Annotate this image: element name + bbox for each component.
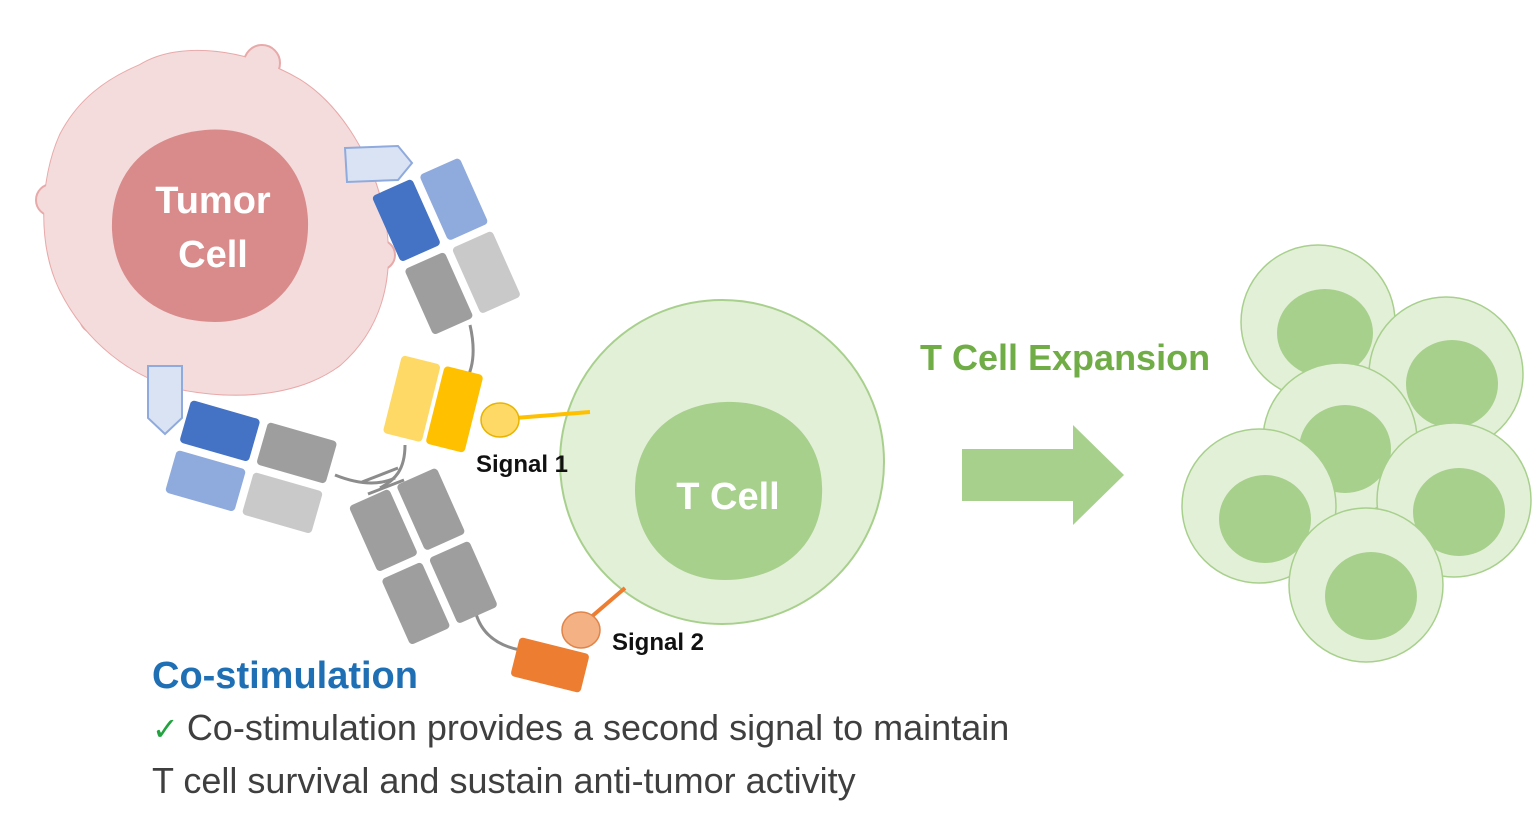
costim-receptor-stalk	[588, 586, 627, 620]
check-icon: ✓	[152, 711, 179, 747]
tcr-stalk	[514, 410, 591, 420]
tcr-head	[480, 402, 520, 438]
expansion-label: T Cell Expansion	[920, 337, 1210, 378]
antibody-light-constant	[452, 231, 520, 313]
expanded-t-cell	[1181, 428, 1337, 584]
expanded-t-cell	[1288, 507, 1444, 663]
costimulation-text: Co-stimulation ✓Co-stimulation provides …	[152, 650, 1152, 807]
signal1-label: Signal 1	[476, 451, 568, 478]
costimulation-heading: Co-stimulation	[152, 655, 418, 697]
tumor-label-line1: Tumor	[155, 180, 271, 222]
tumor-nucleus	[111, 129, 309, 322]
costim-binder	[511, 637, 589, 693]
fc-domain	[397, 468, 465, 550]
fc-domain	[429, 541, 497, 623]
antibody-arm-upper	[372, 158, 520, 335]
signal2-label: Signal 2	[612, 629, 704, 656]
antibody-light-variable	[420, 158, 488, 240]
antibody-heavy-constant	[257, 422, 337, 484]
antibody-light-constant	[242, 472, 323, 534]
antibody-heavy-variable	[372, 179, 440, 261]
bispecific-antibody	[165, 158, 589, 693]
fc-domain	[382, 562, 450, 645]
costim-receptor-head	[561, 611, 601, 649]
antibody-fc	[349, 468, 497, 645]
antibody-arm-left	[165, 400, 337, 534]
signal1-receptor	[480, 402, 591, 438]
description-text-1: Co-stimulation provides a second signal …	[186, 707, 1010, 748]
t-cell-nucleus	[635, 401, 823, 580]
tumor-cell: Tumor Cell	[35, 44, 396, 396]
antibody-heavy-constant	[405, 252, 473, 335]
anti-cd3-domain	[383, 355, 483, 453]
expansion-arrow	[962, 425, 1124, 525]
signal2-receptor	[561, 586, 627, 649]
antibody-heavy-variable	[180, 400, 260, 462]
antibody-linker	[334, 473, 396, 485]
fc-domain	[349, 489, 417, 571]
expanded-t-cell	[1240, 244, 1396, 400]
cd3-binder-light	[383, 355, 441, 442]
costim-binding-domain	[511, 637, 589, 693]
antibody-linker	[379, 444, 407, 490]
description-line-1: ✓Co-stimulation provides a second signal…	[152, 702, 1152, 755]
antibody-linker	[473, 609, 521, 652]
antibody-light-variable	[165, 450, 246, 511]
hinge-bond	[361, 466, 399, 484]
description-line-2: T cell survival and sustain anti-tumor a…	[152, 760, 856, 801]
hinge-bond	[367, 478, 405, 496]
cd3-binder-dark	[426, 366, 483, 453]
tumor-label-line2: Cell	[178, 234, 248, 276]
tumor-antigen-top	[343, 144, 414, 184]
t-cell-label: T Cell	[676, 476, 779, 518]
t-cell: T Cell	[559, 299, 885, 625]
tumor-antigen-left	[147, 365, 183, 436]
expanded-t-cells	[1181, 244, 1532, 663]
